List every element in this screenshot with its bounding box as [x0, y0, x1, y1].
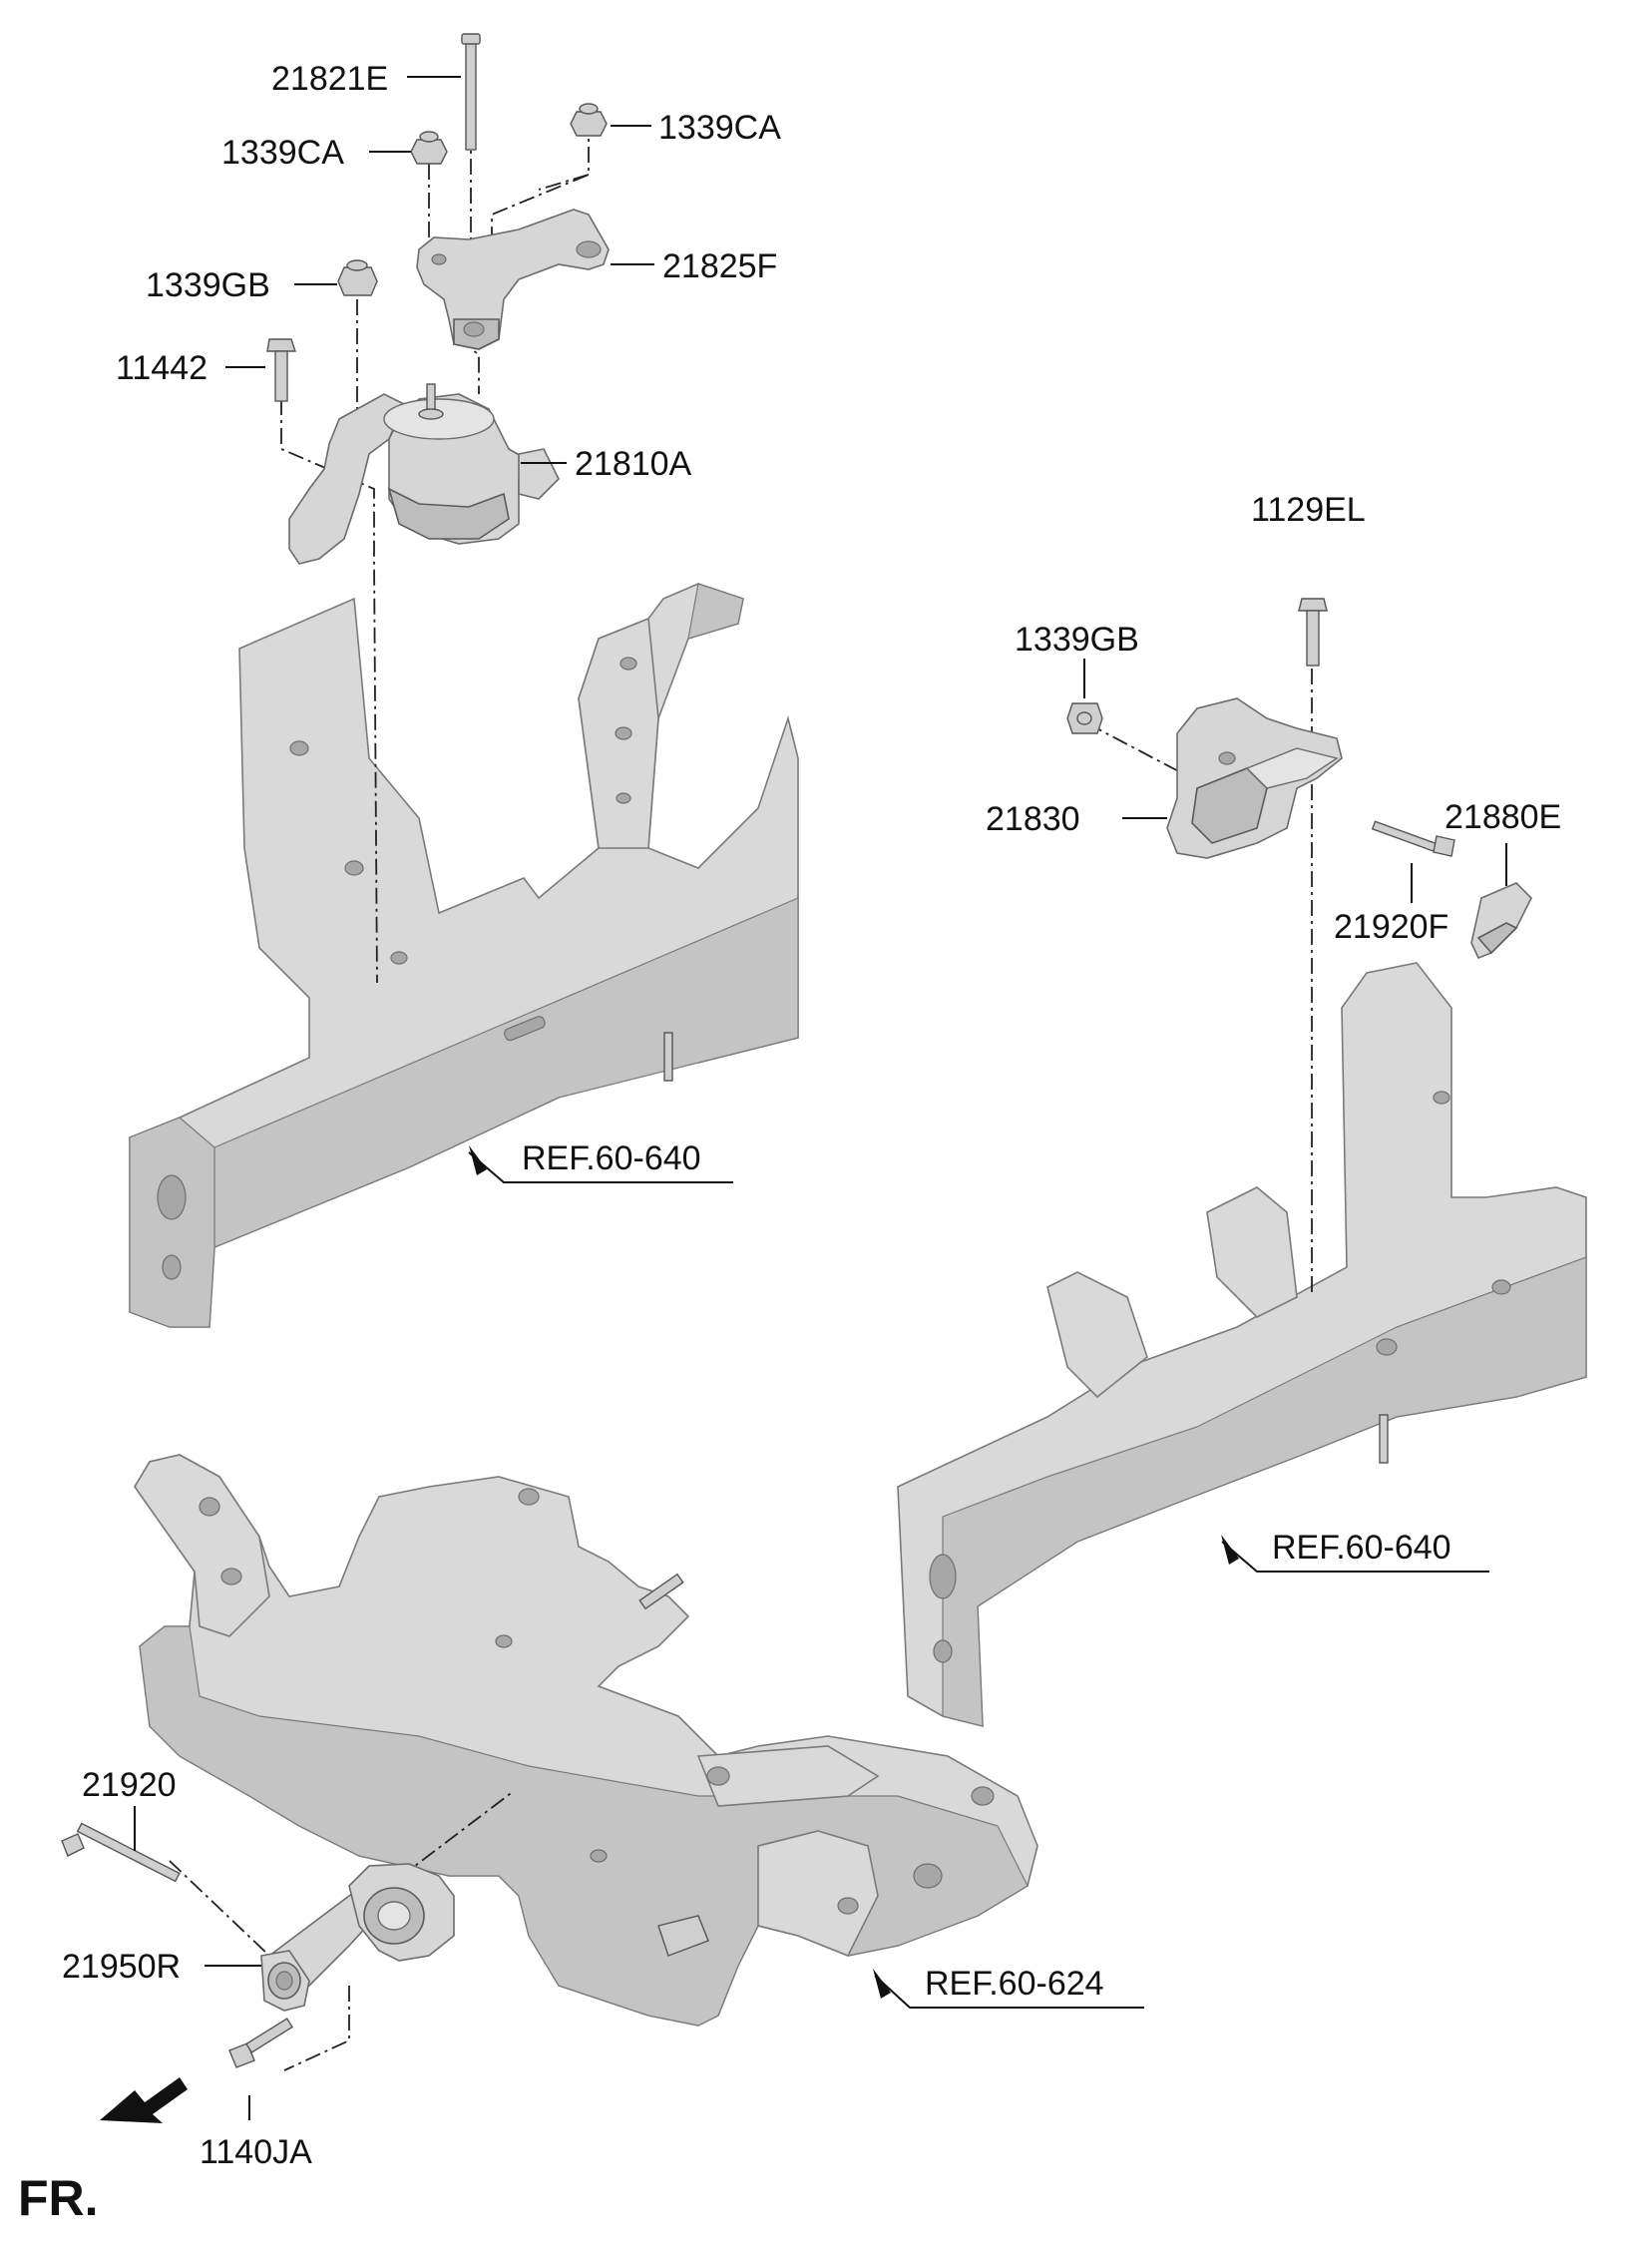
part-1339CA-left-nut	[410, 131, 448, 165]
label-1339GB-right: 1339GB	[1015, 621, 1139, 659]
part-11442-bolt	[266, 338, 296, 402]
part-21950R-roll-rod	[260, 1863, 455, 2012]
part-21810A-engine-mount	[288, 383, 560, 565]
part-1140JA-bolt	[228, 2018, 293, 2068]
callout-labels: 21821E 1339CA 1339CA 21825F 1339GB 11442…	[18, 60, 1561, 2226]
label-11442: 11442	[116, 349, 207, 387]
right-side-member-frame	[897, 962, 1587, 1728]
label-1129EL: 1129EL	[1251, 491, 1366, 529]
label-21950R: 21950R	[62, 1948, 181, 1986]
label-21821E: 21821E	[271, 60, 388, 98]
part-1339GB-nut-right	[1066, 702, 1103, 734]
part-21920F-bolt	[1371, 820, 1455, 857]
part-21830-transmission-mount	[1166, 697, 1343, 859]
leader-lines	[134, 76, 1507, 2120]
label-21825F: 21825F	[662, 247, 777, 285]
label-21920: 21920	[82, 1766, 177, 1804]
label-ref-60-624: REF.60-624	[925, 1965, 1104, 2003]
label-21880E: 21880E	[1445, 798, 1561, 836]
label-1339CA-left: 1339CA	[221, 134, 344, 172]
part-21821E-long-bolt	[461, 33, 481, 151]
part-21920-long-bolt	[61, 1822, 181, 1883]
front-direction-arrow-icon	[100, 2077, 188, 2123]
label-ref-60-640-left: REF.60-640	[522, 1139, 701, 1177]
label-1339GB-top: 1339GB	[146, 266, 270, 304]
label-front-direction: FR.	[18, 2170, 99, 2226]
front-subframe	[134, 1454, 1038, 2027]
left-side-member-frame	[129, 583, 799, 1328]
label-21920F: 21920F	[1334, 908, 1448, 946]
label-21810A: 21810A	[575, 445, 692, 483]
label-ref-60-640-right: REF.60-640	[1272, 1529, 1451, 1567]
part-1339GB-nut-top	[337, 259, 378, 296]
label-1339CA-right: 1339CA	[658, 109, 781, 147]
assembly-lines	[169, 72, 1313, 2071]
part-1339CA-right-nut	[570, 103, 608, 137]
part-21880E-cover	[1470, 882, 1532, 960]
label-1140JA: 1140JA	[200, 2133, 312, 2171]
part-21825F-bracket	[416, 209, 610, 350]
label-21830: 21830	[986, 800, 1080, 838]
part-1129EL-bolt	[1298, 598, 1328, 667]
